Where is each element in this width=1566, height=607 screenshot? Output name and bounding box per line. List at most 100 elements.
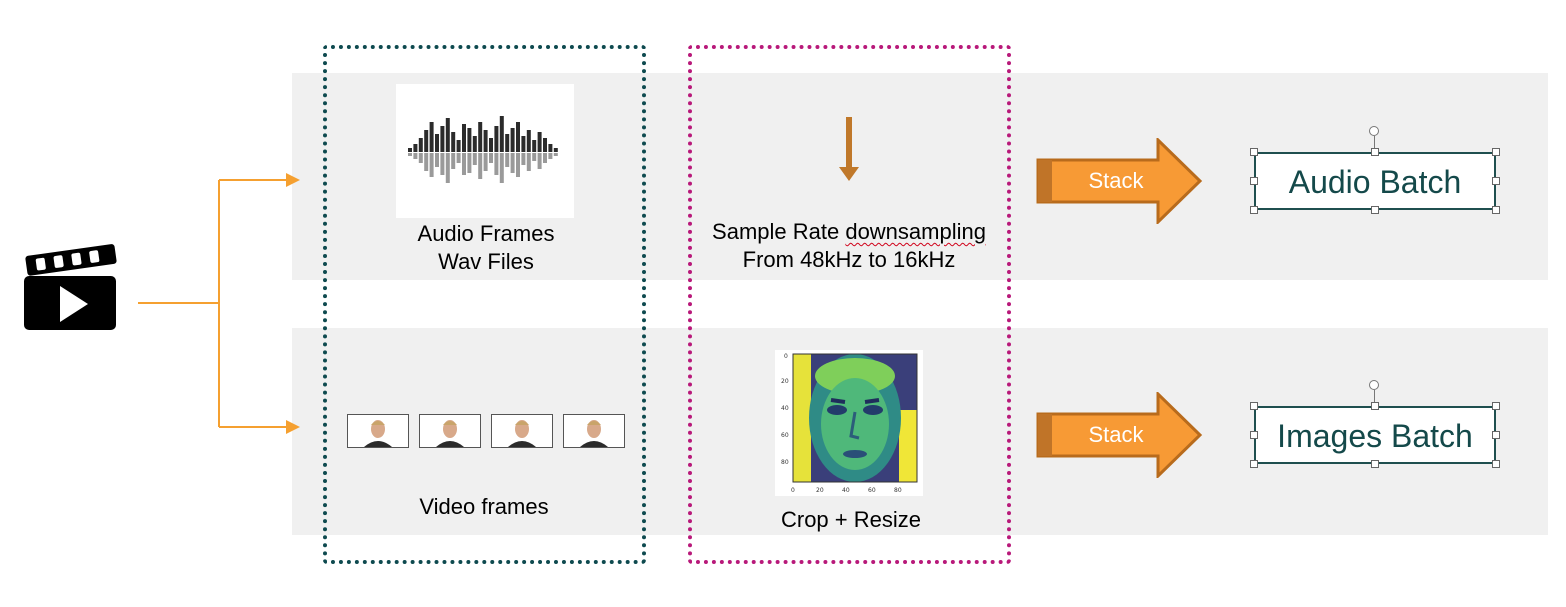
preprocessing-stage-box [688, 45, 1011, 564]
resize-handle[interactable] [1492, 177, 1500, 185]
resize-handle[interactable] [1492, 402, 1500, 410]
y-tick-label: 80 [781, 459, 789, 466]
waveform-bar-reflection [462, 153, 466, 175]
waveform-bar-reflection [499, 153, 504, 183]
waveform-bar [472, 136, 477, 152]
y-tick-label: 40 [781, 405, 789, 412]
stack-arrow-audio [1036, 138, 1203, 224]
downsampling-label-part-a: Sample Rate [712, 219, 846, 244]
x-tick-label: 20 [816, 487, 824, 494]
waveform-bar-reflection [489, 153, 493, 163]
waveform-bar-reflection [472, 153, 477, 165]
waveform-bar-reflection [537, 153, 542, 169]
waveform-bar [424, 130, 429, 152]
waveform-bar [537, 132, 542, 152]
resize-handle[interactable] [1492, 148, 1500, 156]
waveform-bar-reflection [553, 153, 558, 156]
resize-handle[interactable] [1250, 431, 1258, 439]
resize-handle[interactable] [1371, 206, 1379, 214]
video-frame-thumb [563, 414, 625, 448]
rotate-handle-stem [1374, 390, 1375, 402]
resize-handle[interactable] [1250, 148, 1258, 156]
waveform-bar [435, 134, 439, 152]
waveform-bar-reflection [483, 153, 488, 171]
waveform-bar-reflection [435, 153, 439, 167]
y-tick-label: 20 [781, 378, 789, 385]
resize-handle[interactable] [1492, 206, 1500, 214]
waveform-bar-reflection [418, 153, 423, 163]
downsampling-label-part-b: downsampling [845, 219, 986, 244]
waveform-bar-reflection [505, 153, 510, 167]
downsampling-label: Sample Rate downsampling From 48kHz to 1… [690, 218, 1008, 274]
rotate-handle-icon[interactable] [1369, 380, 1379, 390]
x-tick-label: 60 [868, 487, 876, 494]
y-tick-label: 60 [781, 432, 789, 439]
video-frame-thumb [347, 414, 409, 448]
waveform-bar [408, 148, 412, 152]
audio-frames-label-line2: Wav Files [438, 249, 534, 274]
waveform-bar-reflection [543, 153, 547, 163]
waveform-bar [548, 144, 553, 152]
waveform-bar-reflection [429, 153, 434, 177]
rotate-handle-icon[interactable] [1369, 126, 1379, 136]
waveform-bar [494, 126, 499, 152]
waveform-bar-reflection [516, 153, 520, 177]
waveform-bar-reflection [532, 153, 537, 161]
waveform-bar-reflection [424, 153, 429, 171]
waveform-panel [396, 84, 574, 218]
waveform-bar [505, 134, 510, 152]
video-clapperboard-icon [24, 244, 117, 330]
resize-handle[interactable] [1250, 177, 1258, 185]
x-tick-label: 80 [894, 487, 902, 494]
images-batch-box[interactable]: Images Batch [1254, 406, 1496, 464]
x-tick-label: 0 [791, 487, 795, 494]
waveform-bar-reflection [526, 153, 531, 171]
waveform-bar [489, 138, 493, 152]
resize-handle[interactable] [1371, 148, 1379, 156]
stack-label-video: Stack [1088, 422, 1144, 447]
waveform-bar [478, 122, 483, 152]
waveform-bar-reflection [456, 153, 461, 163]
waveform-bar [418, 138, 423, 152]
waveform-icon [408, 116, 558, 183]
waveform-bar [456, 140, 461, 152]
waveform-bar-reflection [445, 153, 450, 183]
video-frames-label: Video frames [419, 494, 549, 519]
waveform-bar-reflection [413, 153, 418, 159]
audio-frames-label-line1: Audio Frames [417, 221, 555, 246]
waveform-bar-reflection [521, 153, 526, 165]
waveform-bar-reflection [408, 153, 412, 156]
waveform-bar-reflection [548, 153, 553, 159]
stack-arrow-video [1036, 392, 1203, 478]
resize-handle[interactable] [1492, 431, 1500, 439]
waveform-bar [553, 148, 558, 152]
resize-handle[interactable] [1371, 460, 1379, 468]
waveform-bar [516, 122, 520, 152]
rotate-handle-stem [1374, 136, 1375, 148]
waveform-bar-reflection [467, 153, 472, 173]
waveform-bar [467, 128, 472, 152]
downsampling-label-line1: Sample Rate downsampling [690, 218, 1008, 246]
crop-resize-label: Crop + Resize [780, 507, 921, 532]
resize-handle[interactable] [1250, 206, 1258, 214]
waveform-bar [532, 140, 537, 152]
waveform-bar [413, 144, 418, 152]
waveform-bar [440, 126, 445, 152]
resize-handle[interactable] [1371, 402, 1379, 410]
resize-handle[interactable] [1492, 460, 1500, 468]
resize-handle[interactable] [1250, 460, 1258, 468]
waveform-bar [445, 118, 450, 152]
waveform-bar [499, 116, 504, 152]
arrow-down-icon [839, 117, 859, 181]
x-tick-label: 40 [842, 487, 850, 494]
waveform-bar [462, 124, 466, 152]
waveform-bar [510, 128, 515, 152]
waveform-bar [543, 138, 547, 152]
downsampling-label-line2: From 48kHz to 16kHz [742, 247, 956, 272]
audio-batch-box[interactable]: Audio Batch [1254, 152, 1496, 210]
audio-frames-label: Audio Frames Wav Files [386, 220, 586, 276]
extraction-stage-box [323, 45, 646, 564]
resize-handle[interactable] [1250, 402, 1258, 410]
waveform-bar [451, 132, 456, 152]
